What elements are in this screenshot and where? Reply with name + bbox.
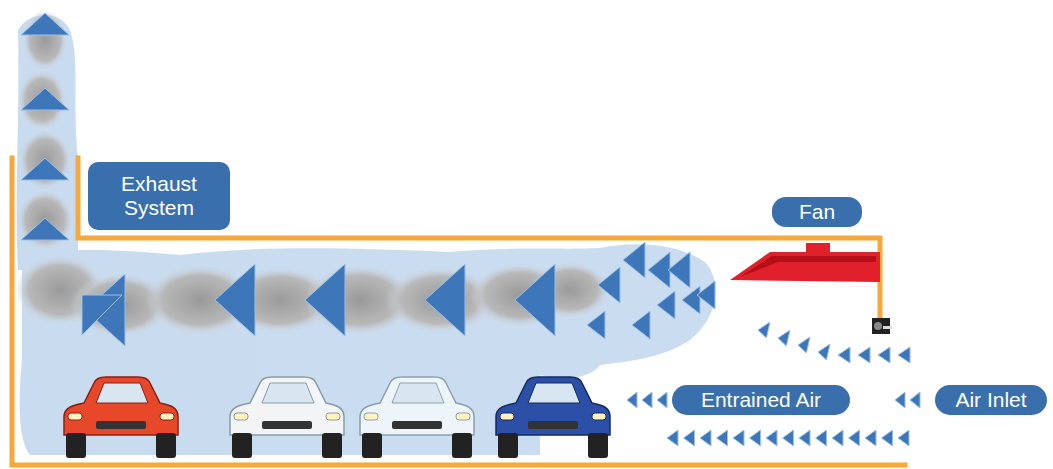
jet-fan bbox=[730, 243, 880, 282]
garage-walls bbox=[12, 158, 905, 465]
label-text: Exhaust System bbox=[98, 172, 220, 220]
sensor-box bbox=[872, 318, 892, 334]
label-box: Exhaust System bbox=[88, 162, 230, 230]
air-cloud bbox=[17, 15, 716, 455]
airflow-arrows bbox=[21, 13, 920, 446]
label-text: Air Inlet bbox=[955, 388, 1026, 412]
cars bbox=[64, 377, 610, 458]
label-pill: Entrained Air bbox=[672, 385, 850, 415]
label-pill: Fan bbox=[772, 197, 862, 227]
label-text: Entrained Air bbox=[701, 388, 821, 412]
exhaust-smoke bbox=[15, 10, 610, 337]
label-pill: Air Inlet bbox=[935, 385, 1047, 415]
label-text: Fan bbox=[799, 200, 835, 224]
